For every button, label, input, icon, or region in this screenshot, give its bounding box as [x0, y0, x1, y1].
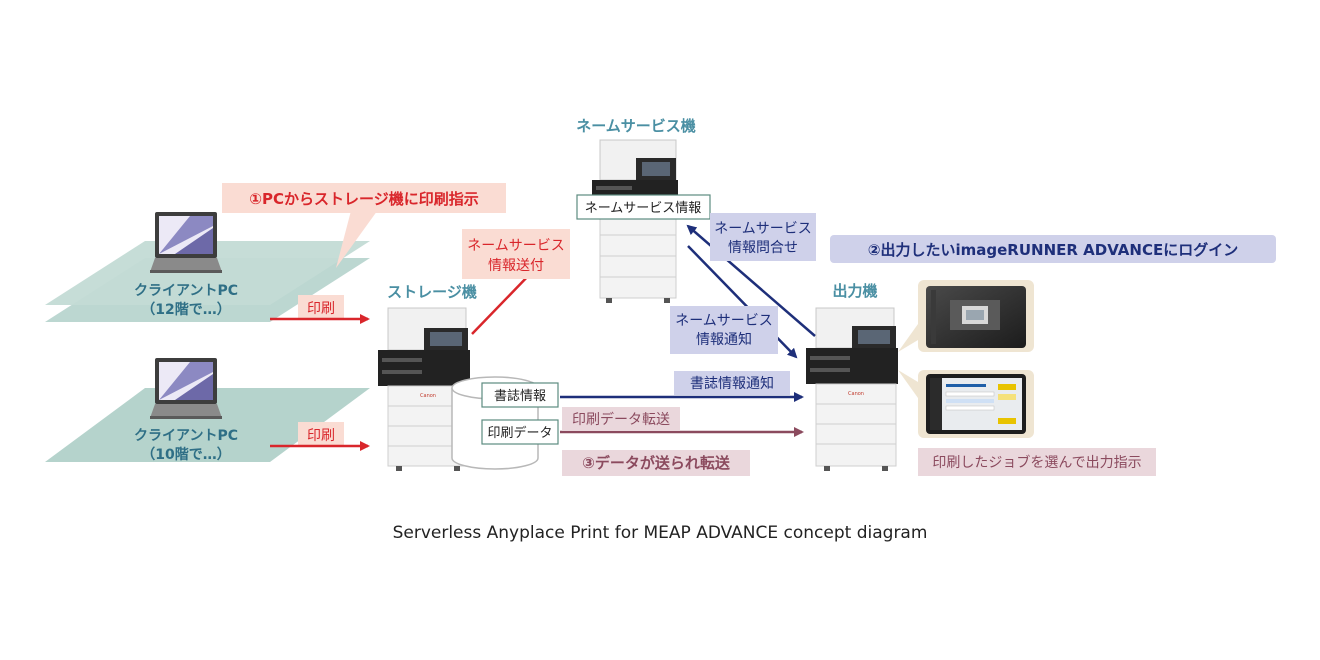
select-job-text: 印刷したジョブを選んで出力指示	[932, 454, 1141, 471]
callout-3-text: ③データが送られ転送	[582, 454, 731, 472]
print-label-top: 印刷	[307, 301, 335, 317]
biblio-notify-text: 書誌情報通知	[690, 375, 774, 392]
callout-2: ②出力したいimageRUNNER ADVANCEにログイン	[830, 235, 1276, 263]
name-service-machine-label: ネームサービス機	[576, 117, 696, 135]
output-machine-label: 出力機	[832, 282, 877, 300]
client-pc-12-floor: （12階で…）	[141, 301, 230, 318]
tablet-login-screen	[898, 280, 1034, 352]
print-data-transfer-text: 印刷データ転送	[572, 411, 670, 428]
tablet-job-list-screen	[898, 370, 1034, 438]
print-arrow-top: 印刷	[270, 295, 370, 324]
name-service-info-box: ネームサービス情報	[576, 194, 711, 220]
print-data-transfer-arrow: 印刷データ転送	[560, 407, 804, 437]
client-pc-10-floor: （10階で…）	[141, 446, 230, 463]
biblio-info-text: 書誌情報	[494, 388, 546, 404]
laptop-icon	[150, 358, 222, 419]
output-printer-icon: Canon	[806, 307, 898, 471]
canon-logo: Canon	[420, 393, 436, 399]
name-send-line1: ネームサービス	[467, 238, 565, 254]
client-pc-12-label: クライアントPC	[134, 283, 238, 299]
canon-logo: Canon	[848, 391, 864, 397]
floor-10	[45, 388, 370, 462]
callout-2-text: ②出力したいimageRUNNER ADVANCEにログイン	[868, 241, 1238, 259]
name-query-line2: 情報問合せ	[728, 240, 798, 256]
figure-caption: Serverless Anyplace Print for MEAP ADVAN…	[392, 523, 928, 543]
name-send-line2: 情報送付	[488, 258, 544, 274]
storage-machine-label: ストレージ機	[387, 283, 477, 301]
laptop-icon	[150, 212, 222, 273]
name-notify-line1: ネームサービス	[675, 313, 773, 329]
select-job-label: 印刷したジョブを選んで出力指示	[918, 448, 1156, 476]
print-data-text: 印刷データ	[487, 425, 552, 441]
name-service-query-arrow: ネームサービス 情報問合せ	[686, 213, 816, 337]
name-service-notify-arrow: ネームサービス 情報通知	[670, 245, 798, 359]
client-pc-10-label: クライアントPC	[134, 428, 238, 444]
callout-3: ③データが送られ転送	[562, 450, 750, 476]
name-service-printer-icon	[592, 139, 678, 303]
name-notify-line2: 情報通知	[696, 331, 752, 348]
print-data-box: 印刷データ	[481, 419, 559, 445]
name-query-line1: ネームサービス	[714, 221, 812, 237]
biblio-info-box: 書誌情報	[481, 382, 559, 408]
biblio-notify-arrow: 書誌情報通知	[560, 371, 804, 402]
callout-1: ①PCからストレージ機に印刷指示	[222, 183, 506, 268]
callout-1-text: ①PCからストレージ機に印刷指示	[249, 190, 478, 208]
name-service-info-text: ネームサービス情報	[585, 201, 702, 216]
name-service-send-arrow: ネームサービス 情報送付	[462, 229, 570, 335]
print-label-bottom: 印刷	[307, 428, 335, 444]
print-arrow-bottom: 印刷	[270, 422, 370, 451]
